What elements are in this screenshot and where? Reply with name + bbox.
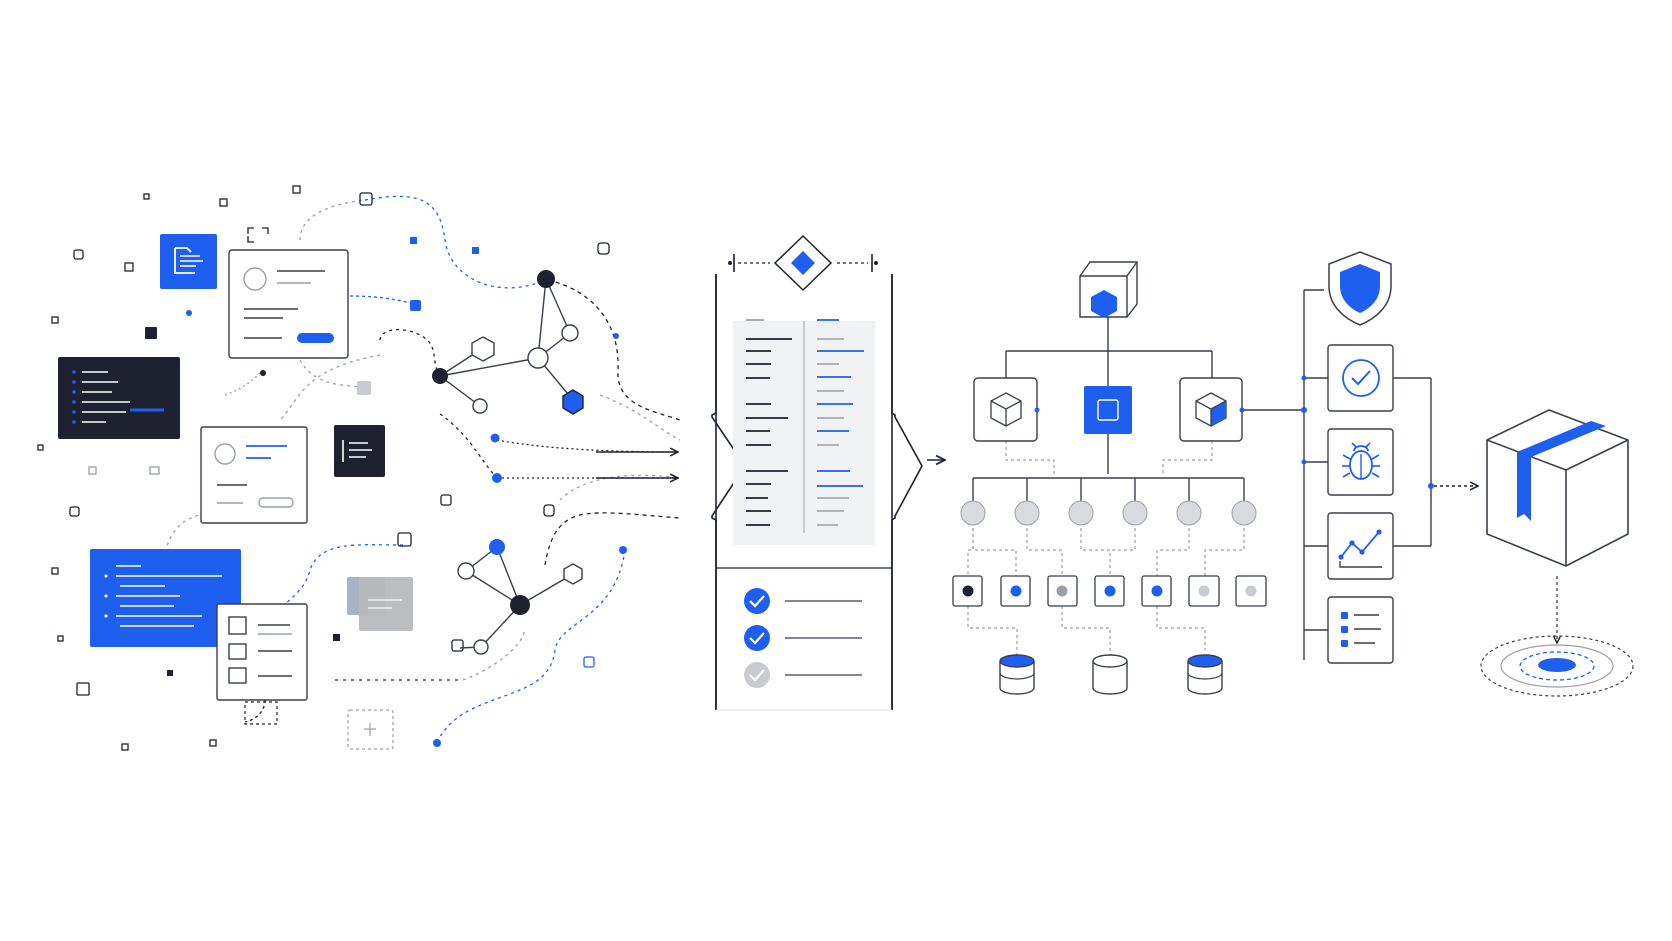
form-card-icon: [200, 426, 308, 524]
graph-network-icon: [457, 539, 583, 655]
check-item-done: [744, 625, 862, 651]
chart-icon: [1327, 512, 1394, 580]
code-block-icon: [90, 549, 241, 647]
code-panel-icon: [58, 357, 180, 439]
input-connectors: [163, 195, 681, 744]
shield-icon: [1328, 251, 1392, 326]
placeholder-frame: [244, 701, 394, 750]
architecture-stage: [952, 261, 1328, 695]
document-icon: [160, 234, 217, 289]
checkmark-icon: [1327, 344, 1394, 412]
service-nodes: [960, 500, 1257, 526]
package-icon: [1486, 409, 1629, 567]
target-icon: [1480, 635, 1634, 697]
terminal-icon: [334, 425, 385, 477]
graph-network-icon: [432, 270, 584, 415]
module-box: [1179, 377, 1245, 442]
diamond-marker: [728, 234, 878, 292]
architecture-dashed: [967, 441, 1245, 655]
module-box: [973, 377, 1040, 442]
review-table: [733, 319, 875, 545]
scatter-fills: [145, 237, 627, 747]
input-arrows: [596, 452, 678, 478]
checklist-icon: [216, 603, 308, 701]
review-checklist: [744, 588, 862, 688]
module-box-selected: [1084, 386, 1132, 434]
database-icon: [1092, 654, 1128, 695]
check-item-done: [744, 588, 862, 614]
quality-dots: [1301, 375, 1307, 465]
database-icon: [999, 654, 1035, 695]
scatter-markers: [37, 185, 610, 751]
check-item-pending: [744, 662, 862, 688]
list-icon: [1327, 596, 1394, 664]
quality-connector: [1393, 377, 1432, 547]
endpoint-nodes: [952, 575, 1267, 607]
delivery-stage: [1480, 409, 1634, 697]
bug-icon: [1327, 428, 1394, 496]
cube-icon: [1079, 261, 1138, 318]
review-stage: [711, 234, 945, 711]
inputs-stage: [37, 185, 681, 751]
profile-card: [228, 249, 349, 359]
stacked-cards-icon: [347, 577, 413, 631]
quality-stage: [1301, 251, 1479, 664]
database-icon: [1187, 654, 1223, 695]
